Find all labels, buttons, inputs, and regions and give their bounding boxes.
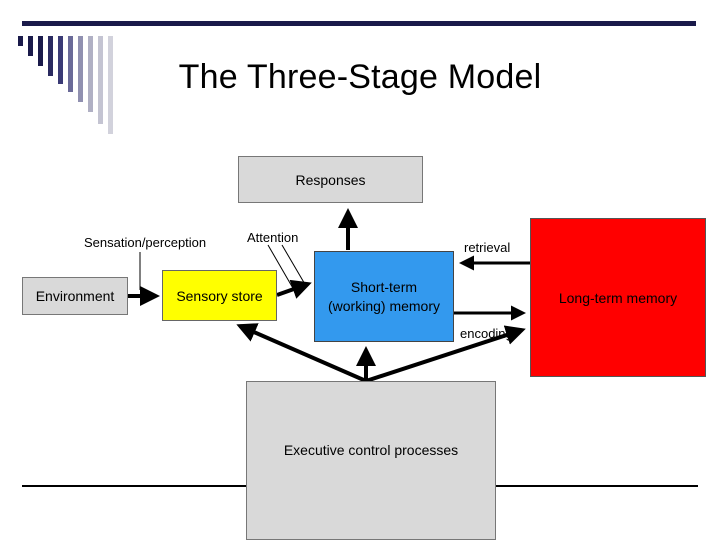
bottom-rule-left: [22, 485, 246, 487]
environment-box: Environment: [22, 277, 128, 315]
callout-attention-1: [267, 244, 295, 291]
arrow-sensory-to-stm: [276, 279, 312, 299]
top-accent-bar: [22, 21, 696, 26]
stripe: [48, 36, 53, 76]
long-term-memory-label: Long-term memory: [558, 289, 678, 306]
responses-box: Responses: [238, 156, 423, 203]
stripe: [28, 36, 33, 56]
sensation-perception-label: Sensation/perception: [84, 235, 207, 250]
executive-control-label: Executive control processes: [283, 442, 459, 458]
slide-title: The Three-Stage Model: [178, 58, 542, 96]
arrow-exec-to-ltm: [365, 325, 526, 383]
stripe: [108, 36, 113, 134]
stripe: [68, 36, 73, 92]
stripe: [18, 36, 23, 46]
stripe: [98, 36, 103, 124]
stripe: [38, 36, 43, 66]
arrow-exec-to-sensory: [236, 323, 367, 383]
sensory-store-label: Sensory store: [176, 287, 263, 304]
encoding-label: encoding: [460, 326, 513, 341]
stripe: [78, 36, 83, 102]
short-term-label-line2: (working) memory: [327, 297, 440, 314]
stripe: [88, 36, 93, 112]
executive-control-box: Executive control processes: [246, 381, 496, 540]
short-term-label-line1: Short-term: [350, 278, 418, 295]
stripe: [58, 36, 63, 84]
environment-label: Environment: [35, 288, 115, 304]
long-term-memory-box: Long-term memory: [530, 218, 706, 377]
attention-label: Attention: [247, 230, 299, 245]
bottom-rule-right: [496, 485, 698, 487]
short-term-memory-box: Short-term (working) memory: [314, 251, 454, 342]
responses-label: Responses: [295, 171, 366, 188]
callout-attention-2: [281, 244, 307, 287]
retrieval-label: retrieval: [464, 240, 511, 255]
sensory-store-box: Sensory store: [162, 270, 277, 321]
